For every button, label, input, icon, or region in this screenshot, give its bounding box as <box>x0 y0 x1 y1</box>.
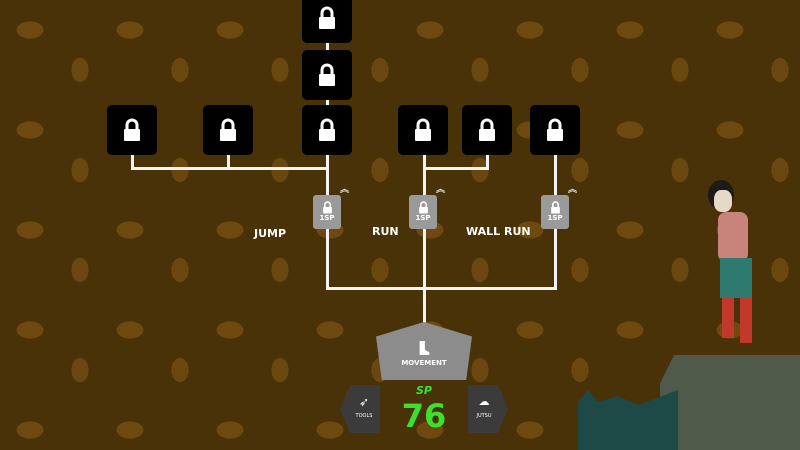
locked-skill-node[interactable] <box>302 0 352 43</box>
movement-label: MOVEMENT <box>401 359 447 367</box>
lock-icon <box>319 63 335 86</box>
sp-value: 76 <box>401 397 447 435</box>
sp-label: SP <box>416 384 432 397</box>
lock-icon <box>319 118 335 141</box>
connector <box>486 150 489 170</box>
lock-icon <box>322 201 332 214</box>
jutsu-label: JUTSU <box>476 413 492 419</box>
player-character <box>700 180 790 360</box>
skill-jump-node[interactable]: ︽ 1SP <box>313 186 349 229</box>
locked-skill-node[interactable] <box>302 50 352 100</box>
movement-category-button[interactable]: MOVEMENT <box>376 322 472 380</box>
tree-icon: ☁ <box>478 395 490 408</box>
locked-skill-node[interactable] <box>302 105 352 155</box>
skill-label-wall-run: WALL RUN <box>466 225 531 238</box>
locked-skill-node[interactable] <box>530 105 580 155</box>
skill-label-jump: JUMP <box>254 227 287 240</box>
connector <box>423 150 426 325</box>
locked-skill-node[interactable] <box>462 105 512 155</box>
tools-tab[interactable]: ➶ TOOLS <box>340 385 380 433</box>
lock-icon <box>479 118 495 141</box>
boot-icon <box>419 341 430 355</box>
lock-icon <box>418 201 428 214</box>
lock-icon <box>547 118 563 141</box>
upgrade-chevron-icon: ︽ <box>339 185 349 195</box>
jutsu-tab[interactable]: ☁ JUTSU <box>468 385 508 433</box>
lock-icon <box>415 118 431 141</box>
skill-cost: 1SP <box>415 214 431 222</box>
upgrade-chevron-icon: ︽ <box>567 185 577 195</box>
lock-icon <box>124 118 140 141</box>
skill-label-run: RUN <box>372 225 399 238</box>
lock-icon <box>550 201 560 214</box>
skill-cost: 1SP <box>547 214 563 222</box>
locked-skill-node[interactable] <box>107 105 157 155</box>
locked-skill-node[interactable] <box>398 105 448 155</box>
connector <box>326 287 557 290</box>
skill-run-node[interactable]: ︽ 1SP <box>409 186 445 229</box>
connector <box>131 150 134 170</box>
lock-icon <box>319 6 335 29</box>
cursor-icon: ➶ <box>358 395 370 409</box>
tools-label: TOOLS <box>355 413 373 419</box>
connector <box>227 150 230 170</box>
skill-wall-run-node[interactable]: ︽ 1SP <box>541 186 577 229</box>
connector <box>423 167 489 170</box>
skill-cost: 1SP <box>319 214 335 222</box>
fence <box>578 390 678 450</box>
lock-icon <box>220 118 236 141</box>
locked-skill-node[interactable] <box>203 105 253 155</box>
stone-platform <box>660 355 800 450</box>
upgrade-chevron-icon: ︽ <box>435 185 445 195</box>
